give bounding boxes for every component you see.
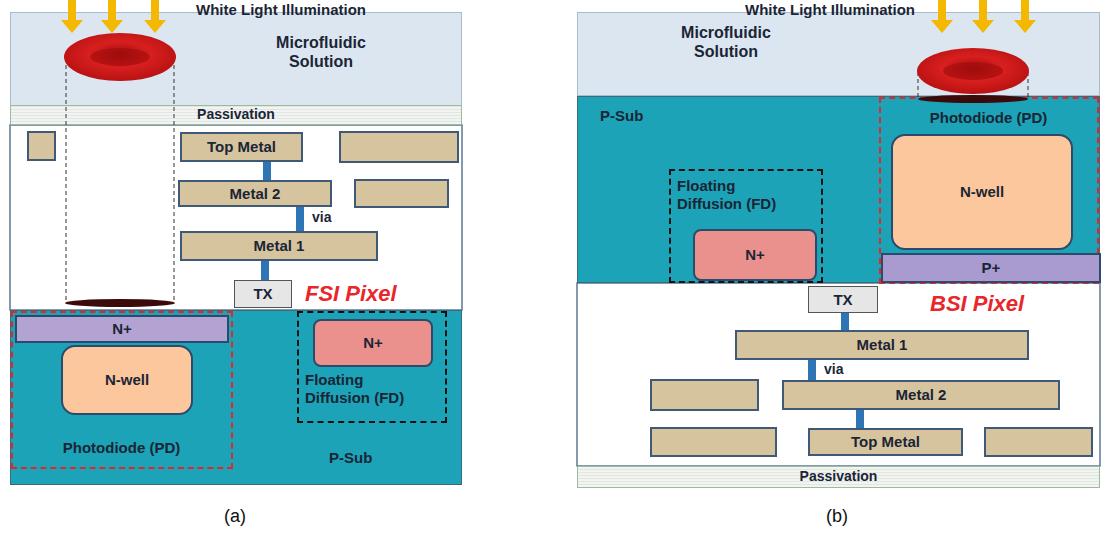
passivation-layer: Passivation: [10, 105, 462, 125]
cell-dimple: [90, 48, 150, 66]
metal-layer: Metal 2: [782, 380, 1060, 410]
via-connector: [808, 360, 816, 380]
node-text: N-well: [105, 371, 149, 389]
light-arrow: [931, 0, 953, 33]
node-text: Passivation: [800, 469, 878, 484]
node-text: Top Metal: [207, 138, 276, 156]
metal-block: [355, 180, 448, 207]
via-label: via: [822, 361, 845, 377]
panel-label: (b): [826, 506, 848, 527]
node-text: Photodiode (PD): [13, 439, 230, 457]
via-label: via: [310, 209, 333, 225]
red-blood-cell: [917, 48, 1029, 94]
panel-label: (a): [224, 506, 246, 527]
projection-line: [66, 58, 67, 302]
node-text: Floating Diffusion (FD): [677, 177, 802, 213]
light-arrow: [101, 0, 123, 33]
illumination-label: White Light Illumination: [745, 1, 915, 18]
metal-block: [340, 132, 458, 162]
red-blood-cell: [64, 33, 176, 81]
metal-block: [985, 428, 1092, 456]
transfer-gate: TX: [808, 286, 878, 313]
photodiode-region: Photodiode (PD) N+ N-well: [11, 311, 233, 469]
metal-layer: Metal 2: [178, 180, 332, 207]
cell-shadow: [918, 95, 1028, 103]
illumination-label: White Light Illumination: [196, 1, 366, 18]
projection-line: [174, 58, 175, 302]
floating-diffusion-region: Floating Diffusion (FD) N+: [669, 169, 823, 283]
well-region: N-well: [61, 345, 193, 415]
via-connector: [296, 207, 304, 231]
node-text: Microfluidic Solution: [651, 23, 801, 61]
well-region: N-well: [891, 134, 1073, 250]
node-text: P-Sub: [329, 449, 399, 467]
node-text: P-Sub: [600, 107, 670, 125]
via-connector: [841, 313, 849, 330]
cell-dimple: [943, 62, 1003, 80]
implant-layer: P+: [881, 253, 1101, 283]
node-text: Metal 2: [230, 185, 281, 203]
node-text: Floating Diffusion (FD): [305, 371, 430, 407]
substrate-region: P-SubFloating Diffusion (FD) N+ Photodiode…: [577, 96, 1100, 283]
pixel-type-label: BSI Pixel: [930, 291, 1024, 317]
dielectric-region: [10, 125, 462, 310]
via-connector: [263, 162, 271, 180]
implant-region: N+: [693, 229, 817, 281]
light-arrows: [61, 0, 1036, 33]
metal-layer: Metal 1: [180, 231, 378, 261]
floating-diffusion-region: Floating Diffusion (FD) N+: [297, 311, 447, 423]
via-connector: [261, 261, 269, 280]
metal-block: [28, 132, 55, 160]
light-arrow: [972, 0, 994, 33]
node-text: TX: [833, 291, 852, 309]
via-connector: [856, 410, 864, 428]
light-arrow: [1014, 0, 1036, 33]
metal-block: [651, 380, 758, 410]
node-text: N+: [112, 320, 132, 338]
cell-shadow: [65, 299, 175, 307]
photodiode-region: Photodiode (PD) N-wellP+: [879, 97, 1099, 284]
node-text: Metal 1: [857, 336, 908, 354]
passivation-layer: Passivation: [577, 466, 1100, 488]
pixel-type-label: FSI Pixel: [305, 281, 397, 307]
dielectric-region: [577, 283, 1100, 466]
implant-region: N+: [313, 319, 433, 367]
node-text: P+: [982, 259, 1001, 277]
node-text: N+: [745, 246, 765, 264]
node-text: Metal 1: [254, 237, 305, 255]
node-text: Microfluidic Solution: [246, 33, 396, 71]
node-text: Top Metal: [851, 433, 920, 451]
node-text: TX: [253, 285, 272, 303]
transfer-gate: TX: [234, 280, 292, 308]
substrate-region: P-Sub Photodiode (PD) N+ N-well Floating Dif…: [10, 310, 462, 485]
node-text: Passivation: [197, 107, 275, 122]
light-arrow: [144, 0, 166, 33]
light-arrow: [61, 0, 83, 33]
node-text: Metal 2: [896, 386, 947, 404]
metal-block: [651, 428, 776, 456]
implant-layer: N+: [15, 315, 229, 343]
metal-layer: Top Metal: [808, 428, 963, 456]
node-text: N+: [363, 334, 383, 352]
metal-layer: Metal 1: [735, 330, 1029, 360]
node-text: N-well: [960, 183, 1004, 201]
metal-layer: Top Metal: [180, 132, 303, 162]
node-text: Photodiode (PD): [881, 109, 1096, 127]
